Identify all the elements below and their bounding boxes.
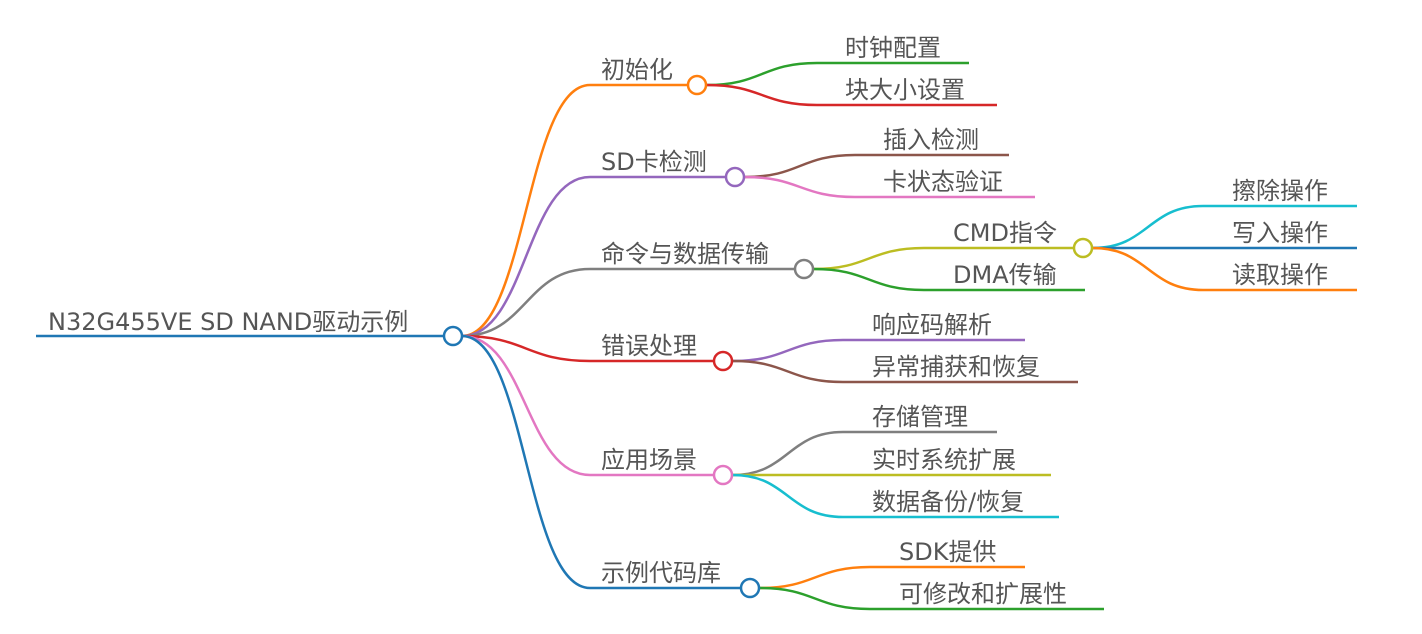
branch-label-3: 命令与数据传输 bbox=[601, 240, 769, 268]
leaf-connector-1-2 bbox=[706, 83, 818, 107]
branch-connector-1 bbox=[461, 83, 591, 338]
branch-node-2[interactable] bbox=[724, 166, 746, 188]
leaf-connector-4-2 bbox=[732, 359, 844, 384]
leaf-connector-3-1 bbox=[813, 246, 925, 271]
leaf-connector-2-1 bbox=[744, 153, 856, 179]
leaf-connector-5-3 bbox=[732, 473, 844, 519]
leaf-label-2-1: 插入检测 bbox=[883, 126, 979, 154]
leaf-label-6-2: 可修改和扩展性 bbox=[899, 580, 1067, 608]
branch-node-4[interactable] bbox=[712, 350, 734, 372]
leaf-label-1-2: 块大小设置 bbox=[845, 76, 965, 104]
leaf-label-1-1: 时钟配置 bbox=[845, 34, 941, 62]
subleaf-connector-1 bbox=[1092, 204, 1204, 250]
subleaf-label-2: 写入操作 bbox=[1232, 219, 1328, 247]
branch-node-3[interactable] bbox=[793, 258, 815, 280]
branch-label-5: 应用场景 bbox=[601, 446, 697, 474]
branch-label-4: 错误处理 bbox=[601, 332, 697, 360]
leaf-label-5-1: 存储管理 bbox=[872, 403, 968, 431]
leaf-label-3-2: DMA传输 bbox=[953, 261, 1057, 289]
branch-label-6: 示例代码库 bbox=[601, 559, 721, 587]
subleaf-label-3: 读取操作 bbox=[1232, 261, 1328, 289]
subleaf-connector-3 bbox=[1092, 246, 1204, 292]
branch-connector-5 bbox=[461, 334, 591, 477]
leaf-label-2-2: 卡状态验证 bbox=[883, 168, 1003, 196]
branch-node-1[interactable] bbox=[686, 74, 708, 96]
branch-connector-2 bbox=[461, 175, 591, 338]
cmd-node[interactable] bbox=[1072, 237, 1094, 259]
branch-connector-6 bbox=[461, 334, 591, 590]
leaf-connector-3-2 bbox=[813, 267, 925, 292]
leaf-label-4-2: 异常捕获和恢复 bbox=[872, 353, 1040, 381]
branch-node-5[interactable] bbox=[712, 464, 734, 486]
branch-node-6[interactable] bbox=[739, 577, 761, 599]
branch-connector-4 bbox=[461, 334, 591, 363]
subleaf-label-1: 擦除操作 bbox=[1232, 177, 1328, 205]
leaf-connector-4-1 bbox=[732, 338, 844, 363]
leaf-label-5-2: 实时系统扩展 bbox=[872, 446, 1016, 474]
branch-label-1: 初始化 bbox=[601, 56, 673, 84]
leaf-connector-6-2 bbox=[759, 586, 871, 611]
leaf-connector-5-1 bbox=[732, 430, 844, 477]
root-topic-label: N32G455VE SD NAND驱动示例 bbox=[48, 308, 408, 336]
connector-layer bbox=[36, 61, 1357, 611]
node-layer bbox=[442, 74, 1094, 599]
branch-connector-3 bbox=[461, 267, 591, 338]
leaf-connector-6-1 bbox=[759, 565, 871, 590]
leaf-connector-2-2 bbox=[744, 175, 856, 199]
leaf-label-4-1: 响应码解析 bbox=[872, 311, 992, 339]
leaf-label-5-3: 数据备份/恢复 bbox=[872, 488, 1024, 516]
branch-label-2: SD卡检测 bbox=[601, 148, 707, 176]
leaf-label-3-1: CMD指令 bbox=[953, 219, 1057, 247]
leaf-connector-1-1 bbox=[706, 61, 818, 87]
root-node[interactable] bbox=[442, 325, 464, 347]
leaf-label-6-1: SDK提供 bbox=[899, 538, 996, 566]
